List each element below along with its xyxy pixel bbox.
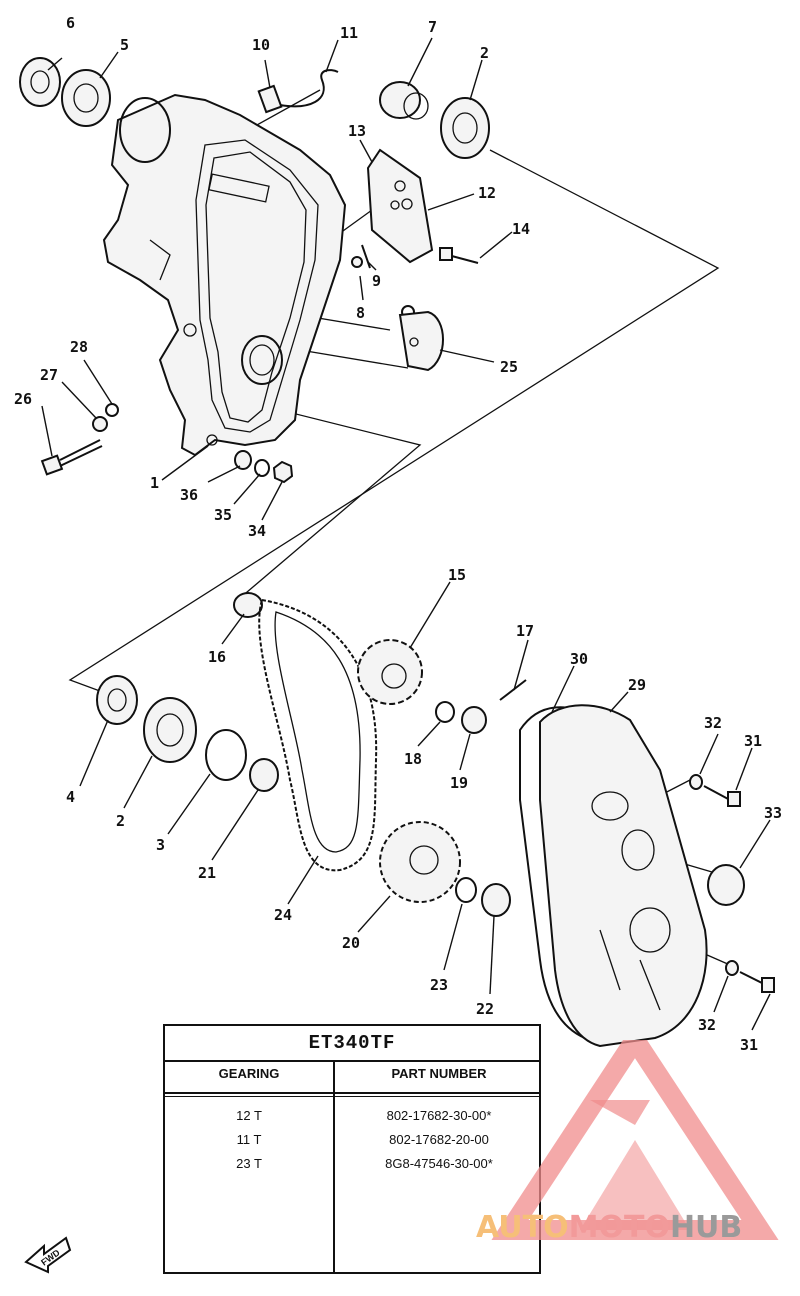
washer-18 [435, 701, 455, 723]
callout-32-upper: 32 [704, 714, 722, 732]
bearing-5 [61, 69, 111, 127]
callout-16: 16 [208, 648, 226, 666]
callout-23: 23 [430, 976, 448, 994]
callout-24: 24 [274, 906, 292, 924]
table-rule [165, 1092, 539, 1094]
collar-7 [379, 81, 429, 120]
nut-19 [461, 706, 487, 734]
callout-15: 15 [448, 566, 466, 584]
callout-2-lower: 2 [116, 812, 125, 830]
table-row-gearing: 11 T [236, 1132, 262, 1147]
callout-3: 3 [156, 836, 165, 854]
watermark-auto: AUTO [476, 1210, 569, 1245]
bolt-14 [439, 247, 479, 264]
callout-14: 14 [512, 220, 530, 238]
washer-28 [105, 403, 119, 417]
callout-33: 33 [764, 804, 782, 822]
oil-seal-6 [19, 57, 61, 107]
hose-11 [279, 69, 339, 108]
washer-35 [254, 459, 270, 477]
callout-8: 8 [356, 304, 365, 322]
callout-22: 22 [476, 1000, 494, 1018]
washer-23 [455, 877, 477, 903]
washer-32-lower [725, 960, 739, 976]
callout-18: 18 [404, 750, 422, 768]
snap-ring-3 [205, 729, 247, 781]
sprocket-15 [357, 639, 423, 705]
callout-26: 26 [14, 390, 32, 408]
table-row-gearing: 12 T [236, 1108, 262, 1123]
model-name: ET340TF [308, 1032, 396, 1054]
table-rule [165, 1096, 539, 1097]
callout-1: 1 [150, 474, 159, 492]
callout-9: 9 [372, 272, 381, 290]
oil-seal-4 [96, 675, 138, 725]
callout-31-lower: 31 [740, 1036, 758, 1054]
watermark-moto: MOTO [568, 1210, 670, 1245]
washer-36 [234, 450, 252, 470]
callout-7: 7 [428, 18, 437, 36]
table-row-part: 8G8-47546-30-00* [385, 1156, 493, 1171]
callout-30: 30 [570, 650, 588, 668]
table-row-part: 802-17682-20-00 [389, 1132, 489, 1147]
callout-32-lower: 32 [698, 1016, 716, 1034]
tensioner-25 [398, 310, 444, 372]
callout-4: 4 [66, 788, 75, 806]
collar-21 [249, 758, 279, 792]
bearing-2-lower [143, 697, 197, 763]
header-part-number: PART NUMBER [391, 1066, 487, 1081]
gearing-table: ET340TF GEARING PART NUMBER 12 T 802-176… [163, 1024, 541, 1274]
callout-34: 34 [248, 522, 266, 540]
callout-12: 12 [478, 184, 496, 202]
callout-27: 27 [40, 366, 58, 384]
grease-fitting-10 [257, 84, 283, 114]
bolt-26 [40, 439, 103, 476]
bearing-2-upper [440, 97, 490, 159]
table-rule [165, 1060, 539, 1062]
header-gearing: GEARING [218, 1066, 280, 1081]
bolt-9 [351, 244, 371, 269]
callout-28: 28 [70, 338, 88, 356]
collar-16 [233, 592, 263, 618]
tensioner-plate-13 [366, 148, 434, 264]
callout-6: 6 [66, 14, 75, 32]
callout-2-upper: 2 [480, 44, 489, 62]
callout-10: 10 [252, 36, 270, 54]
callout-31-upper: 31 [744, 732, 762, 750]
callout-25: 25 [500, 358, 518, 376]
table-row-part: 802-17682-30-00* [386, 1108, 492, 1123]
forward-arrow-icon: FWD [24, 1236, 72, 1274]
nut-34 [272, 460, 294, 484]
callout-labels: 6 5 10 11 7 2 13 12 14 9 8 25 28 27 26 1… [14, 14, 782, 1054]
leader-lines [41, 37, 771, 1031]
table-row-gearing: 23 T [236, 1156, 262, 1171]
nut-22 [481, 883, 511, 917]
callout-13: 13 [348, 122, 366, 140]
cap-33 [707, 864, 745, 906]
bolt-31-lower [739, 971, 775, 993]
chaincase-housing [102, 93, 347, 457]
callout-21: 21 [198, 864, 216, 882]
washer-27 [92, 416, 108, 432]
bolt-31-upper [703, 785, 741, 807]
watermark-hub: HUB [669, 1210, 743, 1245]
callout-19: 19 [450, 774, 468, 792]
callout-17: 17 [516, 622, 534, 640]
callout-29: 29 [628, 676, 646, 694]
chaincase-cover-29 [539, 704, 708, 1048]
callout-35: 35 [214, 506, 232, 524]
callout-20: 20 [342, 934, 360, 952]
pin-17 [499, 679, 527, 701]
callout-11: 11 [340, 24, 358, 42]
table-divider [333, 1060, 335, 1272]
washer-32-upper [689, 774, 703, 790]
drive-chain-24 [258, 598, 378, 872]
sprocket-20 [379, 821, 461, 903]
callout-36: 36 [180, 486, 198, 504]
callout-5: 5 [120, 36, 129, 54]
watermark-text: AUTOMOTOHUB [476, 1210, 742, 1245]
